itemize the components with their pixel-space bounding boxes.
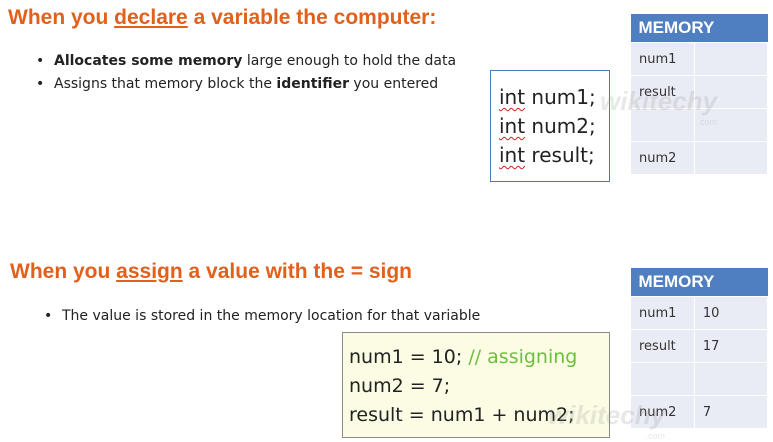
bullet-bold-text: Allocates some memory [54,53,243,69]
code-line: num2 = 7; [349,372,609,401]
code-line: num1 = 10; // assigning [349,343,609,372]
code-keyword: int [499,85,526,109]
memory-name-cell: result [629,75,696,109]
memory-header: MEMORY [630,14,768,43]
memory-value-cell: 17 [693,329,769,363]
memory-name-cell [629,108,696,142]
bullet-text: The value is stored in the memory locati… [62,308,481,324]
declare-heading: When you declare a variable the computer… [8,6,436,30]
table-row: result [629,75,768,109]
heading-keyword: assign [116,260,183,283]
code-line: int num2; [499,112,609,141]
list-item: The value is stored in the memory locati… [44,305,480,328]
memory-value-cell [693,362,769,396]
memory-name-cell: num2 [630,395,695,429]
list-item: Assigns that memory block the identifier… [36,73,456,96]
heading-text: When you [8,6,115,29]
memory-value-cell [694,141,768,175]
bullet-text: you entered [348,76,439,92]
code-text: result = num1 + num2; [349,404,575,426]
memory-name-cell: num1 [629,42,696,76]
memory-name-cell: num2 [629,141,696,175]
code-text: num1; [525,85,596,109]
bullet-text: large enough to hold the data [242,53,457,69]
memory-header: MEMORY [630,268,768,297]
assign-heading: When you assign a value with the = sign [10,260,412,284]
code-comment: // assigning [468,346,578,368]
heading-keyword: declare [114,6,188,29]
memory-name-cell: num1 [630,296,695,330]
code-keyword: int [499,114,526,138]
list-item: Allocates some memory large enough to ho… [36,50,456,73]
memory-value-cell [694,75,768,109]
memory-table-declare: MEMORY num1 result num2 [629,14,768,175]
memory-name-cell [630,362,695,396]
table-row [629,108,768,142]
code-text: num2; [525,114,596,138]
code-text: num2 = 7; [349,375,451,397]
assign-code-box: num1 = 10; // assigning num2 = 7; result… [342,332,610,438]
table-row: num1 [629,42,768,76]
code-text: result; [525,143,595,167]
memory-value-cell [694,108,768,142]
table-row [630,362,769,396]
declare-code-box: int num1; int num2; int result; [490,70,610,182]
assign-bullet-list: The value is stored in the memory locati… [44,305,480,328]
code-line: int result; [499,141,609,170]
code-line: result = num1 + num2; [349,401,609,430]
code-keyword: int [499,143,526,167]
code-line: int num1; [499,83,609,112]
heading-text: a value with the = sign [182,260,413,283]
bullet-bold-text: identifier [276,76,349,92]
heading-text: When you [10,260,117,283]
heading-text: a variable the computer: [187,6,437,29]
memory-value-cell: 10 [693,296,769,330]
code-text: num1 = 10; [349,346,469,368]
memory-value-cell [694,42,768,76]
memory-name-cell: result [630,329,695,363]
table-row: num2 [629,141,768,175]
bullet-text: Assigns that memory block the [54,76,277,92]
declare-bullet-list: Allocates some memory large enough to ho… [36,50,456,96]
memory-value-cell: 7 [693,395,769,429]
